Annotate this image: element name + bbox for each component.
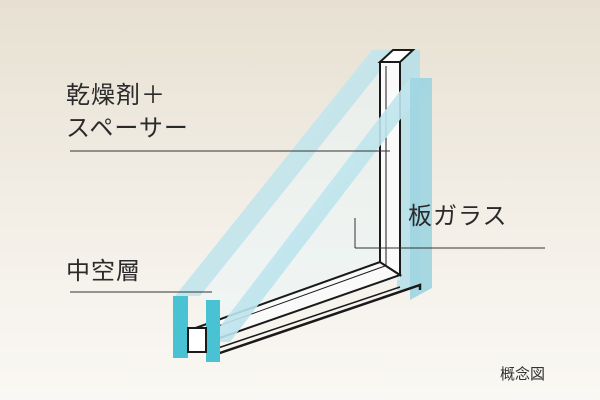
spacer-frame-right xyxy=(379,61,401,277)
back-glass-pane xyxy=(175,50,397,296)
front-glass-cross-section xyxy=(206,300,220,362)
sealant-outline xyxy=(207,283,422,359)
front-glass-pane xyxy=(208,78,432,342)
spacer-cap-top xyxy=(377,49,416,63)
label-air-layer: 中空層 xyxy=(66,257,141,285)
diagram-caption: 概念図 xyxy=(500,365,546,383)
label-desiccant: 乾燥剤＋ xyxy=(66,81,166,109)
label-spacer: スペーサー xyxy=(66,114,189,142)
sealant-outline xyxy=(211,286,401,351)
back-glass-cross-section xyxy=(173,296,188,358)
spacer-cross-section xyxy=(187,327,207,353)
front-glass-pane-edge xyxy=(410,78,432,300)
label-plate-glass: 板ガラス xyxy=(408,202,508,230)
air-gap xyxy=(200,50,400,318)
